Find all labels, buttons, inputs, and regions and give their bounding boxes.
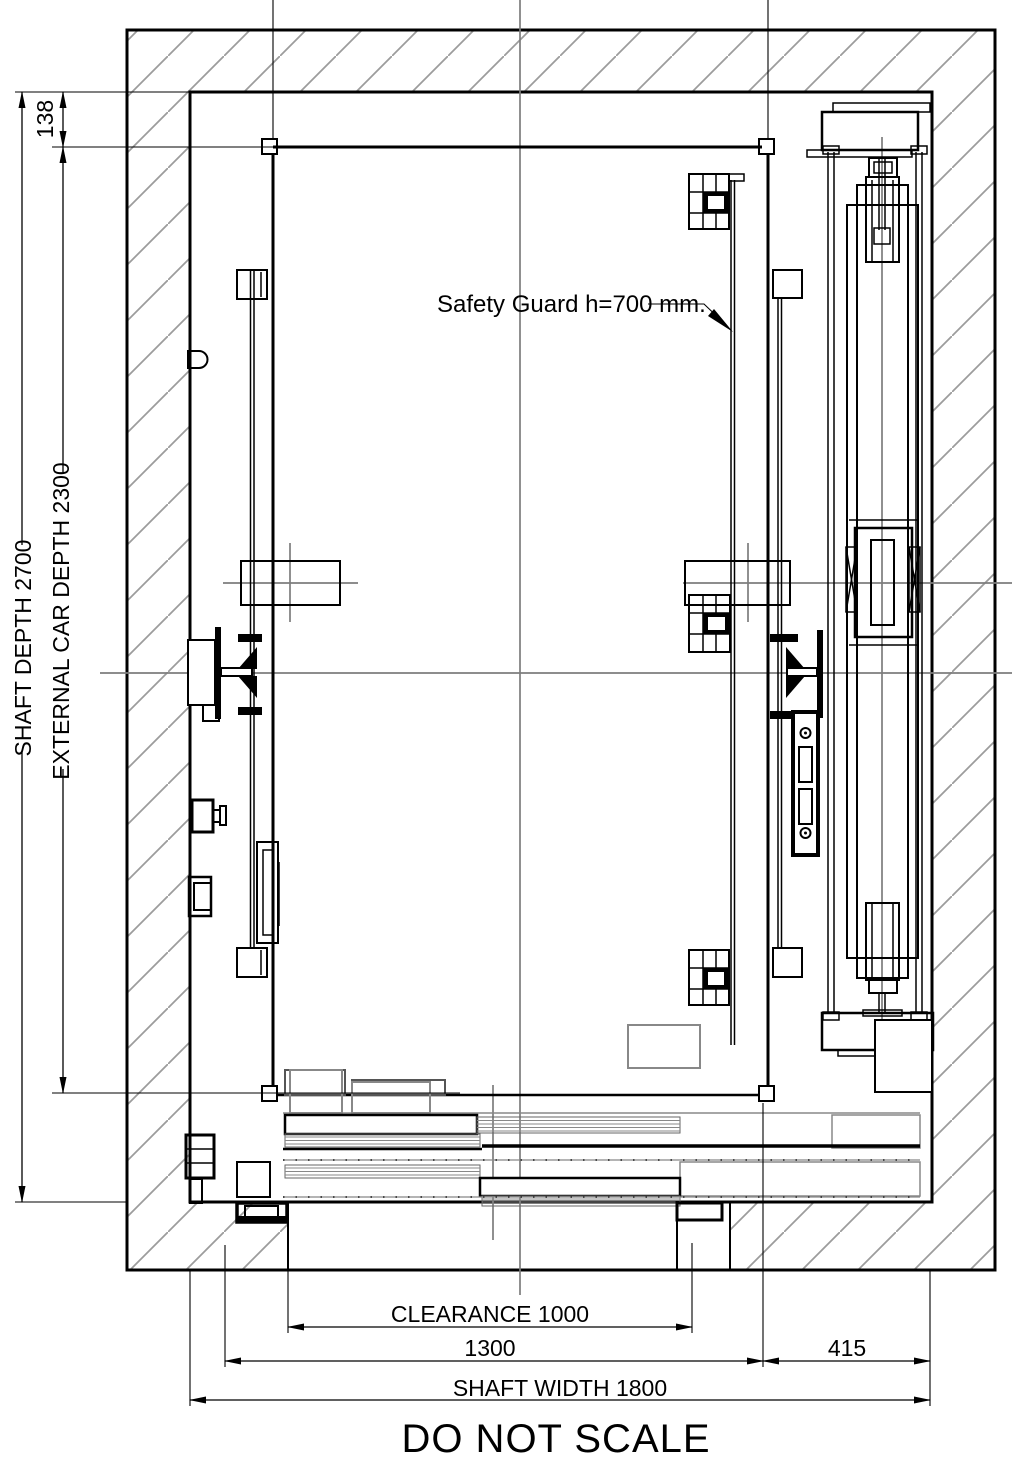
shaft-width-label: SHAFT WIDTH 1800 <box>453 1375 667 1401</box>
car-width-label: 1300 <box>464 1335 515 1361</box>
wall-hook <box>187 350 209 369</box>
door-assembly <box>184 1069 921 1224</box>
car-outline <box>261 138 775 1102</box>
top-offset-label: 138 <box>32 100 58 138</box>
counterweight-space-label: 415 <box>828 1335 866 1361</box>
left-guide-rail-assembly <box>187 269 341 978</box>
shaft-depth-label: SHAFT DEPTH 2700 <box>10 540 36 757</box>
external-car-depth-label: EXTERNAL CAR DEPTH 2300 <box>48 462 74 779</box>
shaft-walls <box>125 28 997 1272</box>
right-door-jamb <box>675 1201 724 1222</box>
roller-guide-unit <box>791 710 820 857</box>
centerlines <box>100 0 1012 1295</box>
clearance-label: CLEARANCE 1000 <box>391 1301 589 1327</box>
counterweight-sheave <box>845 519 921 646</box>
dimensions: SHAFT DEPTH 2700 EXTERNAL CAR DEPTH 2300… <box>10 0 931 1406</box>
landing-door-panel <box>478 1176 682 1198</box>
safety-guard-annotation: Safety Guard h=700 mm. <box>437 291 733 332</box>
car-door-panel <box>283 1113 479 1136</box>
do-not-scale-note: DO NOT SCALE <box>401 1417 710 1461</box>
right-guide-rail-assembly <box>684 173 823 1045</box>
leader-arrowhead <box>708 309 733 332</box>
counterweight-assembly <box>806 102 935 1093</box>
